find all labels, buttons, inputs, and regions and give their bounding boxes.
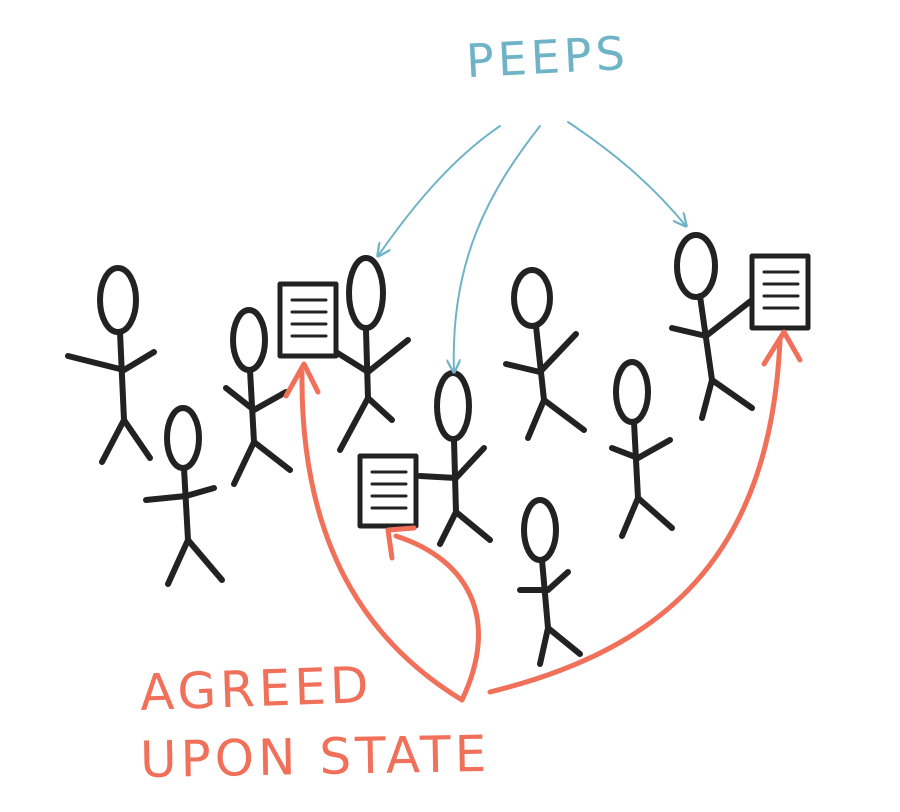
state-arrow-left	[299, 369, 465, 703]
state-arrowhead-right	[761, 329, 803, 367]
stick-figure-icon	[609, 359, 675, 539]
state-arrow-center	[393, 533, 481, 703]
peeps-arrow-center	[454, 125, 541, 372]
stick-figure-icon	[669, 232, 755, 421]
agreed-label: AGREED	[139, 655, 374, 723]
stick-figure-icon	[143, 405, 225, 587]
upon-state-label: UPON STATE	[139, 724, 491, 790]
state-arrowhead-left	[283, 361, 321, 399]
document-icon	[357, 453, 419, 529]
peeps-arrow-left	[378, 125, 501, 256]
document-icon	[277, 281, 339, 359]
peeps-arrow-right	[567, 121, 686, 226]
peeps-arrows	[378, 121, 686, 372]
stick-figure-icon	[503, 267, 587, 441]
document-icon	[749, 253, 811, 331]
stick-figure-icon	[517, 497, 583, 667]
state-arrows	[283, 329, 803, 703]
state-arrow-right	[487, 337, 783, 695]
stick-figure-icon	[417, 370, 493, 547]
peeps-label: PEEPS	[464, 25, 631, 89]
stick-figure-icon	[65, 265, 157, 465]
documents-group	[277, 253, 811, 529]
stick-figure-icon	[223, 307, 293, 487]
state-arrowhead-center	[385, 525, 417, 561]
stick-figure-icon	[333, 255, 411, 453]
people-group	[65, 232, 755, 667]
